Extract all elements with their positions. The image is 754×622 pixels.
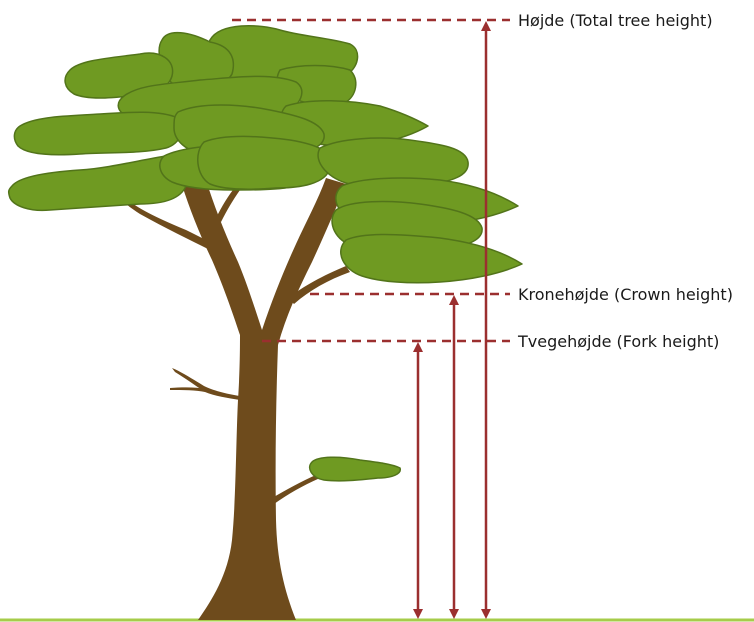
tree-trunk xyxy=(182,178,346,620)
branch-lower-left xyxy=(172,368,240,400)
branch-lower-right xyxy=(272,474,320,504)
tree-illustration xyxy=(9,26,522,620)
canopy-lower-mid xyxy=(198,137,331,190)
canopy-left-wide xyxy=(14,112,182,155)
canopy-right-lower-point xyxy=(341,235,522,283)
label-total-height: Højde (Total tree height) xyxy=(518,11,713,31)
canopy-small-branch xyxy=(310,457,401,481)
label-crown-height: Kronehøjde (Crown height) xyxy=(518,285,733,305)
branch-inner xyxy=(216,186,240,222)
label-fork-height: Tvegehøjde (Fork height) xyxy=(518,332,719,352)
